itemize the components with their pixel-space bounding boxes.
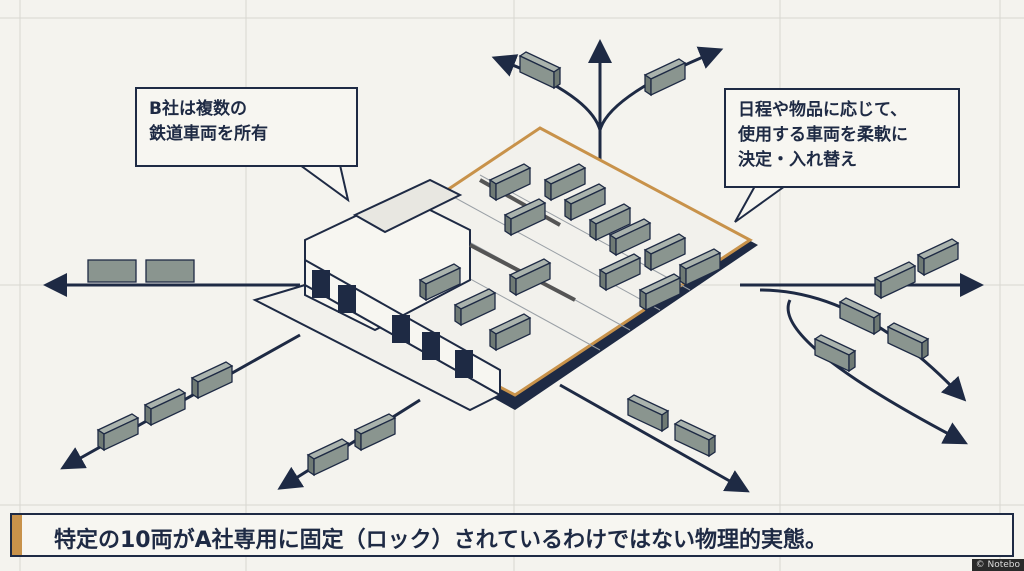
callout-line: B社は複数の (149, 99, 247, 119)
callout-line: 決定・入れ替え (738, 150, 857, 170)
callout-owns-multiple-cars: B社は複数の 鉄道車両を所有 (135, 87, 358, 167)
callout-line: 使用する車両を柔軟に (738, 125, 908, 145)
caption-text: 特定の10両がA社専用に固定（ロック）されているわけではない物理的実態。 (54, 528, 827, 553)
callout-line: 日程や物品に応じて、 (738, 100, 908, 120)
railcars (87, 51, 959, 476)
watermark: © Notebo (971, 559, 1024, 571)
callout-flexible-assignment: 日程や物品に応じて、 使用する車両を柔軟に 決定・入れ替え (724, 88, 960, 188)
caption-accent-bar (12, 515, 22, 555)
caption-box: 特定の10両がA社専用に固定（ロック）されているわけではない物理的実態。 (10, 513, 1014, 557)
callout-line: 鉄道車両を所有 (149, 124, 268, 144)
